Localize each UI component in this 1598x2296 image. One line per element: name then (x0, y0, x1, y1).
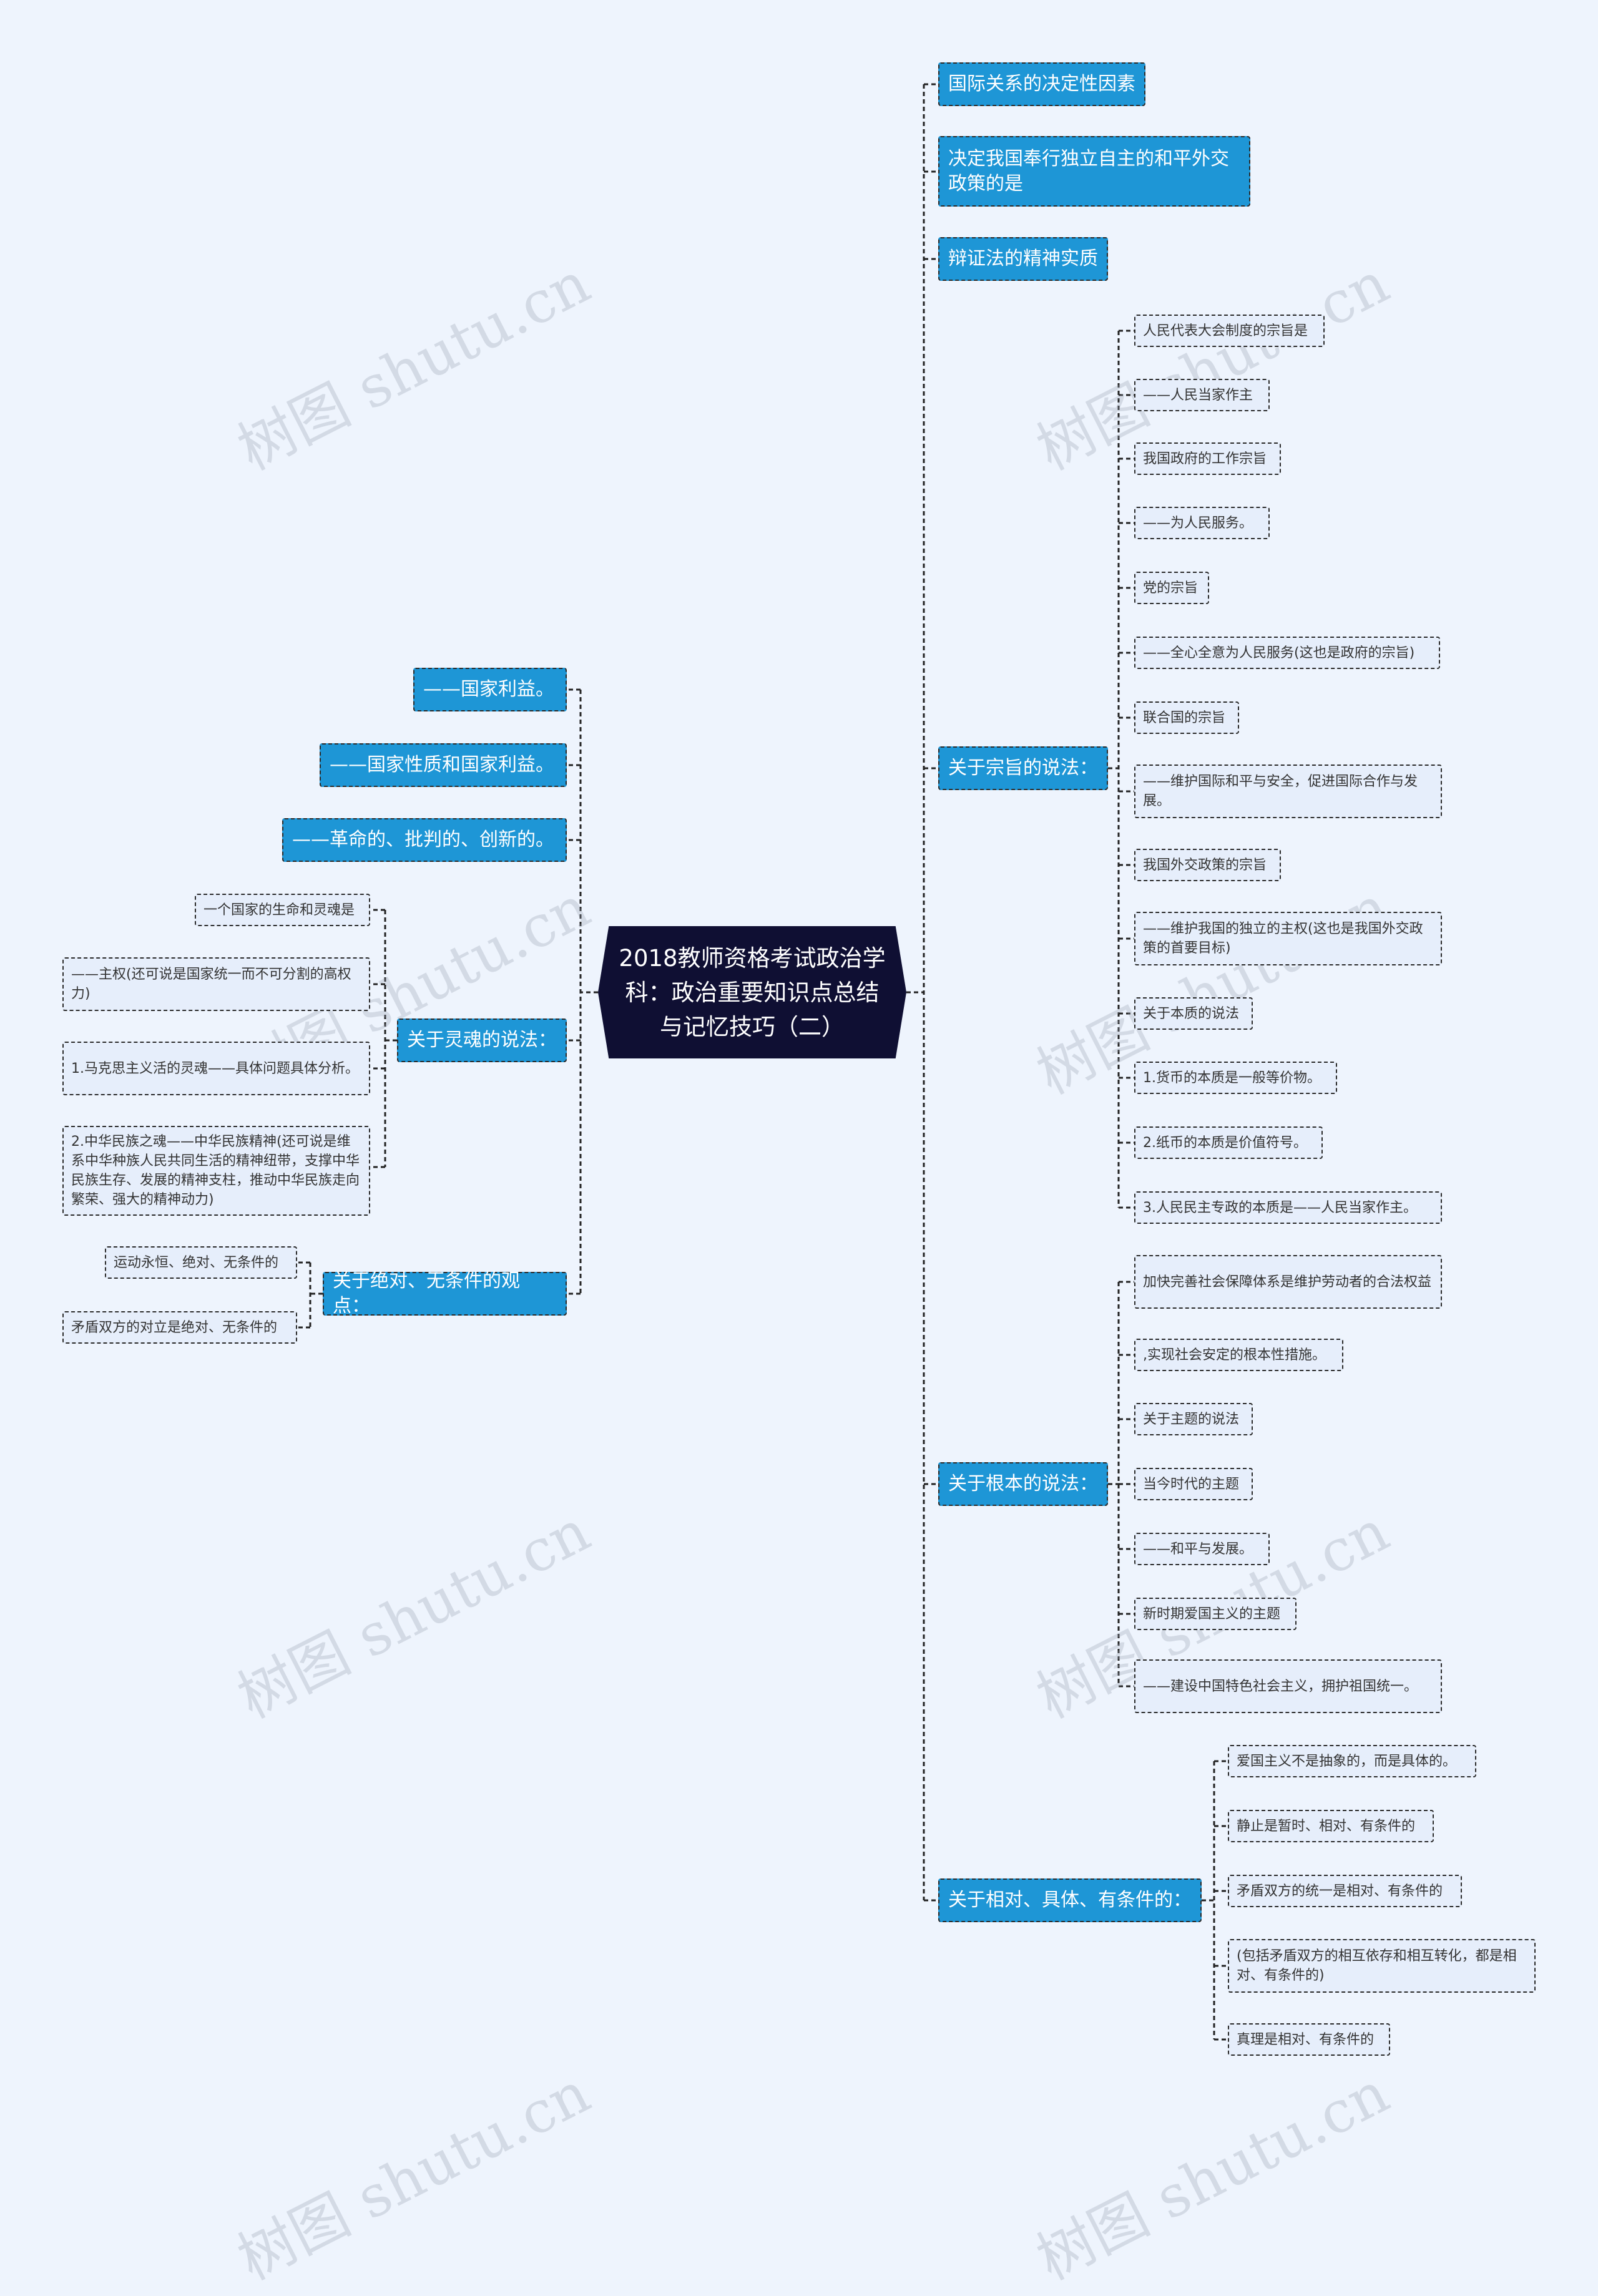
watermark: 树图 shutu.cn (1026, 2059, 1399, 2294)
branch-peaceful-foreign-policy[interactable]: 决定我国奉行独立自主的和平外交政策的是 (938, 136, 1250, 207)
leaf-purpose-item[interactable]: ——维护国际和平与安全，促进国际合作与发展。 (1134, 765, 1442, 818)
branch-state-nature-interest[interactable]: ——国家性质和国家利益。 (320, 743, 567, 787)
watermark: 树图 shutu.cn (227, 2059, 600, 2294)
branch-relative-conditional[interactable]: 关于相对、具体、有条件的： (938, 1878, 1202, 1922)
leaf-fundamental-item[interactable]: ——建设中国特色社会主义，拥护祖国统一。 (1134, 1659, 1442, 1713)
leaf-purpose-item[interactable]: 关于本质的说法 (1134, 997, 1253, 1030)
leaf-absolute-item[interactable]: 运动永恒、绝对、无条件的 (105, 1246, 297, 1279)
leaf-purpose-item[interactable]: 联合国的宗旨 (1134, 701, 1239, 734)
leaf-purpose-item[interactable]: 党的宗旨 (1134, 572, 1209, 604)
leaf-fundamental-item[interactable]: ——和平与发展。 (1134, 1533, 1270, 1565)
branch-dialectics-essence[interactable]: 辩证法的精神实质 (938, 237, 1108, 281)
leaf-fundamental-item[interactable]: 当今时代的主题 (1134, 1468, 1253, 1500)
leaf-purpose-item[interactable]: ——全心全意为人民服务(这也是政府的宗旨) (1134, 637, 1440, 669)
leaf-purpose-item[interactable]: 我国政府的工作宗旨 (1134, 442, 1281, 475)
branch-fundamental-sayings[interactable]: 关于根本的说法： (938, 1462, 1108, 1506)
leaf-purpose-item[interactable]: 3.人民民主专政的本质是——人民当家作主。 (1134, 1191, 1442, 1224)
leaf-relative-item[interactable]: 矛盾双方的统一是相对、有条件的 (1228, 1875, 1462, 1907)
branch-revolutionary-critical[interactable]: ——革命的、批判的、创新的。 (282, 818, 567, 862)
leaf-purpose-item[interactable]: ——维护我国的独立的主权(这也是我国外交政策的首要目标) (1134, 912, 1442, 965)
leaf-relative-item[interactable]: 真理是相对、有条件的 (1228, 2023, 1390, 2056)
leaf-purpose-item[interactable]: 1.货币的本质是一般等价物。 (1134, 1062, 1337, 1094)
leaf-relative-item[interactable]: 静止是暂时、相对、有条件的 (1228, 1810, 1434, 1842)
leaf-absolute-item[interactable]: 矛盾双方的对立是绝对、无条件的 (62, 1311, 297, 1344)
leaf-purpose-item[interactable]: ——为人民服务。 (1134, 507, 1270, 539)
root-topic[interactable]: 2018教师资格考试政治学科：政治重要知识点总结与记忆技巧（二） (598, 926, 906, 1058)
root-title: 2018教师资格考试政治学科：政治重要知识点总结与记忆技巧（二） (619, 944, 886, 1040)
leaf-purpose-item[interactable]: 人民代表大会制度的宗旨是 (1134, 315, 1325, 347)
branch-international-relations[interactable]: 国际关系的决定性因素 (938, 62, 1145, 106)
watermark: 树图 shutu.cn (227, 249, 600, 484)
branch-national-interest[interactable]: ——国家利益。 (413, 668, 567, 711)
leaf-soul-item[interactable]: 一个国家的生命和灵魂是 (195, 894, 370, 926)
leaf-purpose-item[interactable]: ——人民当家作主 (1134, 379, 1270, 411)
leaf-relative-item[interactable]: (包括矛盾双方的相互依存和相互转化，都是相对、有条件的) (1228, 1939, 1536, 1993)
watermark: 树图 shutu.cn (227, 1497, 600, 1732)
leaf-fundamental-item[interactable]: 新时期爱国主义的主题 (1134, 1598, 1297, 1630)
leaf-fundamental-item[interactable]: ,实现社会安定的根本性措施。 (1134, 1339, 1343, 1371)
leaf-purpose-item[interactable]: 2.纸币的本质是价值符号。 (1134, 1126, 1323, 1159)
leaf-soul-item[interactable]: 2.中华民族之魂——中华民族精神(还可说是维系中华种族人民共同生活的精神纽带，支… (62, 1126, 370, 1216)
branch-absolute-unconditional[interactable]: 关于绝对、无条件的观点： (323, 1270, 567, 1317)
leaf-soul-item[interactable]: 1.马克思主义活的灵魂——具体问题具体分析。 (62, 1042, 370, 1095)
leaf-fundamental-item[interactable]: 关于主题的说法 (1134, 1403, 1253, 1435)
leaf-fundamental-item[interactable]: 加快完善社会保障体系是维护劳动者的合法权益 (1134, 1255, 1442, 1309)
branch-soul-sayings[interactable]: 关于灵魂的说法： (397, 1019, 567, 1062)
leaf-relative-item[interactable]: 爱国主义不是抽象的，而是具体的。 (1228, 1745, 1476, 1777)
leaf-soul-item[interactable]: ——主权(还可说是国家统一而不可分割的高权力) (62, 957, 370, 1011)
leaf-purpose-item[interactable]: 我国外交政策的宗旨 (1134, 849, 1281, 881)
branch-purpose-sayings[interactable]: 关于宗旨的说法： (938, 746, 1108, 790)
